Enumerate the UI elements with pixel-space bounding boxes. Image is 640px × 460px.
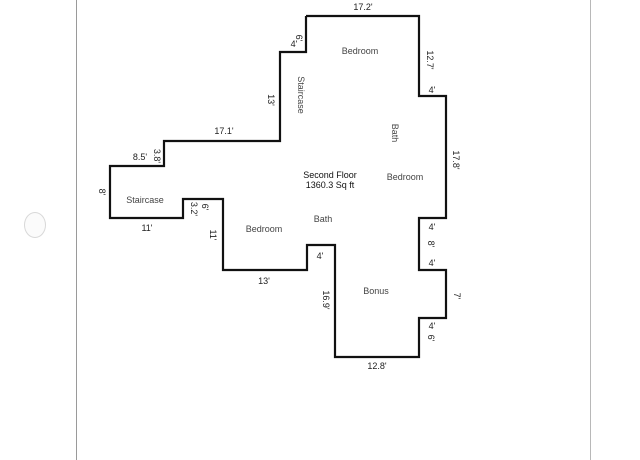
dim-right-mid: 17.8' [451, 150, 461, 170]
room-label-bedroom-left: Bedroom [246, 224, 283, 234]
dim-bedroom-left-bottom: 13' [258, 276, 270, 286]
dim-notch-width: 6' [200, 204, 210, 211]
dim-top-left-step: 4' [291, 39, 298, 49]
dim-right-notch-mid: 4' [429, 222, 436, 232]
room-label-bath-center: Bath [314, 214, 333, 224]
dim-staircase-height: 13' [266, 94, 276, 106]
room-label-bedroom-top: Bedroom [342, 46, 379, 56]
sheet-left-border [76, 0, 77, 460]
dim-bottom-width: 12.8' [367, 361, 387, 371]
dim-left-bottom-width: 11' [141, 223, 152, 233]
dim-notch-height: 3.2' [189, 202, 199, 217]
room-label-staircase-left: Staircase [126, 195, 164, 205]
room-label-staircase-upper: Staircase [296, 76, 306, 114]
dim-left-top-step: 3.8' [152, 149, 162, 164]
dim-right-short: 8' [426, 241, 436, 248]
room-label-bath-upper: Bath [390, 124, 400, 143]
dim-left-height: 8' [97, 189, 107, 196]
room-label-bedroom-right: Bedroom [387, 172, 424, 182]
dim-left-top-width: 8.5' [133, 152, 148, 162]
dim-right-notch-lower: 4' [429, 258, 436, 268]
punch-hole-icon [24, 212, 46, 238]
dim-mid-left-width: 17.1' [214, 126, 234, 136]
dim-bottom-step-left: 4' [317, 251, 324, 261]
dim-right-notch-top: 4' [429, 85, 436, 95]
dim-bonus-step-top: 4' [429, 321, 436, 331]
dim-top-width: 17.2' [353, 2, 373, 12]
dim-top-left-step-vertical: 6' [294, 35, 304, 42]
floor-area: 1360.3 Sq ft [306, 180, 355, 190]
dim-right-upper: 12.7' [425, 50, 435, 70]
dim-bonus-left-height: 16.9' [321, 290, 331, 310]
floor-outline [108, 14, 448, 359]
room-label-bonus: Bonus [363, 286, 389, 296]
floor-title: Second Floor [303, 170, 357, 180]
dim-bonus-right: 7' [452, 293, 462, 300]
sheet-right-border [590, 0, 591, 460]
dim-bonus-step-height: 6' [426, 335, 436, 342]
dim-bedroom-left-height: 11' [208, 229, 218, 240]
